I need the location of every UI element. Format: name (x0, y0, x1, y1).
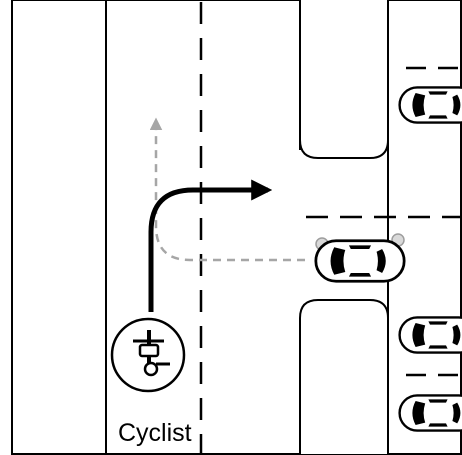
car-icon (314, 233, 406, 283)
median-island-top (299, 0, 389, 159)
car-icon (398, 316, 462, 354)
car-icon (398, 394, 462, 432)
car-icon (398, 86, 462, 124)
car-turn-path (149, 117, 305, 262)
scene-border (11, 0, 462, 455)
cyclist-label: Cyclist (118, 419, 192, 447)
cyclist-turn-path (148, 179, 273, 312)
median-island-bottom (299, 299, 389, 454)
cyclist-icon (110, 317, 186, 393)
